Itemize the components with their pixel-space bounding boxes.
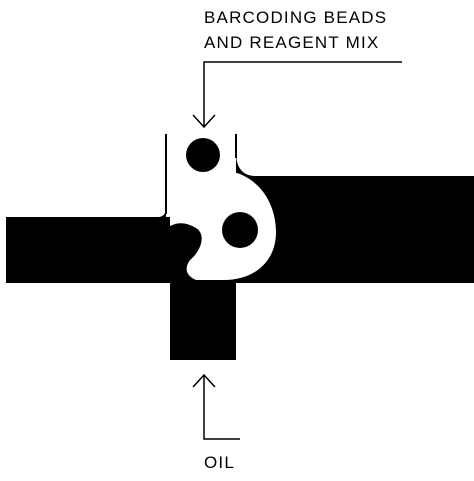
channel-left (6, 217, 176, 283)
channel-bottom (170, 276, 236, 360)
bead-upper (186, 138, 220, 172)
inlet-label-top-line2: AND REAGENT MIX (204, 33, 380, 52)
bead-lower (222, 212, 258, 248)
inlet-label-bottom: OIL (204, 453, 236, 472)
channel-fillet-right (236, 152, 256, 176)
arrow-down-icon (192, 61, 402, 129)
arrow-up-icon (192, 373, 240, 440)
inlet-label-top-line1: BARCODING BEADS (204, 8, 388, 27)
channel-fillet-left (158, 207, 166, 217)
